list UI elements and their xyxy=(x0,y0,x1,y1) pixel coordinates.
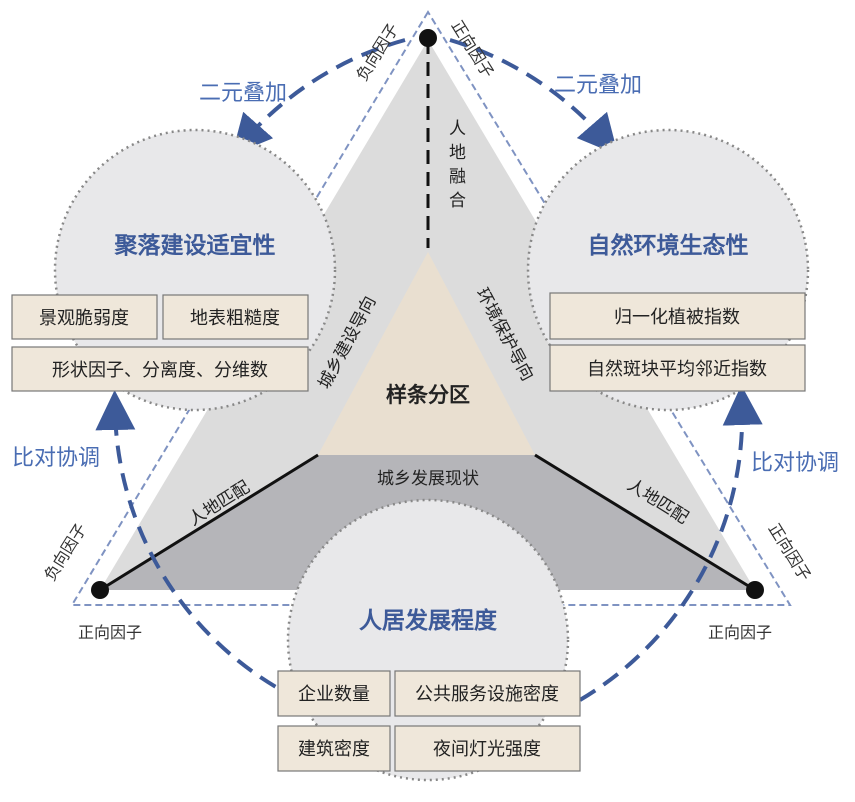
svg-text:企业数量: 企业数量 xyxy=(298,684,370,705)
coordinate-label-right: 比对协调 xyxy=(751,451,839,476)
factor-top-right: 正向因子 xyxy=(448,17,498,81)
right-circle xyxy=(526,128,810,412)
left-circle-title: 聚落建设适宜性 xyxy=(114,232,276,259)
factor-right-lower: 正向因子 xyxy=(708,623,772,642)
left-box-1: 景观脆弱度 xyxy=(11,294,158,340)
svg-text:夜间灯光强度: 夜间灯光强度 xyxy=(433,739,541,760)
bottom-box-3: 建筑密度 xyxy=(277,725,391,772)
center-triangle xyxy=(318,252,535,455)
svg-text:景观脆弱度: 景观脆弱度 xyxy=(39,308,129,329)
coordinate-arc-right xyxy=(578,385,763,702)
svg-text:人: 人 xyxy=(449,119,466,139)
factor-left-lower: 正向因子 xyxy=(78,623,142,642)
vertex-left-dot xyxy=(91,581,109,599)
left-circle xyxy=(53,128,337,412)
svg-text:归一化植被指数: 归一化植被指数 xyxy=(614,307,740,328)
right-box-1: 归一化植被指数 xyxy=(549,292,806,340)
svg-text:建筑密度: 建筑密度 xyxy=(298,739,370,760)
svg-text:自然斑块平均邻近指数: 自然斑块平均邻近指数 xyxy=(587,359,767,380)
svg-text:地表粗糙度: 地表粗糙度 xyxy=(190,308,280,329)
base-label: 城乡发展现状 xyxy=(377,469,479,489)
overlay-label-right: 二元叠加 xyxy=(554,73,642,98)
svg-text:融: 融 xyxy=(449,167,466,187)
overlay-arc-left xyxy=(231,38,406,156)
factor-top-left: 负向因子 xyxy=(352,20,402,84)
center-label: 样条分区 xyxy=(386,383,470,407)
left-box-3: 形状因子、分离度、分维数 xyxy=(11,346,309,392)
svg-text:合: 合 xyxy=(449,191,466,211)
bottom-circle-title: 人居发展程度 xyxy=(359,607,498,634)
vertex-right-dot xyxy=(746,581,764,599)
coordinate-label-left: 比对协调 xyxy=(12,446,100,471)
right-circle-title: 自然环境生态性 xyxy=(588,232,749,259)
bottom-box-4: 夜间灯光强度 xyxy=(394,725,581,772)
svg-text:形状因子、分离度、分维数: 形状因子、分离度、分维数 xyxy=(52,360,268,381)
right-match-line xyxy=(534,453,756,592)
vertical-label: 人 地 融 合 xyxy=(449,119,466,211)
coordinate-arc-left xyxy=(95,390,301,702)
bottom-box-2: 公共服务设施密度 xyxy=(394,670,581,717)
overlay-arc-right xyxy=(449,38,619,156)
overlay-label-left: 二元叠加 xyxy=(199,81,287,106)
right-box-2: 自然斑块平均邻近指数 xyxy=(549,344,806,392)
factor-left-upper: 负向因子 xyxy=(40,520,90,584)
svg-text:公共服务设施密度: 公共服务设施密度 xyxy=(415,684,559,705)
svg-text:地: 地 xyxy=(449,143,466,163)
vertex-top-dot xyxy=(419,29,437,47)
left-match-line xyxy=(99,453,319,592)
left-box-2: 地表粗糙度 xyxy=(162,294,309,340)
bottom-box-1: 企业数量 xyxy=(277,670,391,717)
